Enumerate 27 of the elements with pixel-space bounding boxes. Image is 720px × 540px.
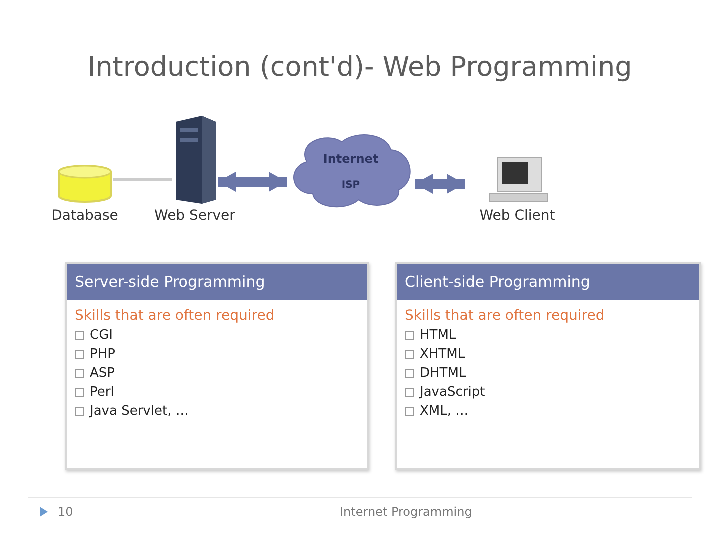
list-item: PHP	[90, 346, 116, 364]
cloud-label: Internet	[323, 152, 379, 166]
list-item: Perl	[90, 384, 114, 402]
node-label: Database	[52, 208, 118, 224]
double-arrow	[218, 172, 287, 192]
node-label: Web Server	[154, 208, 236, 224]
list-item: ASP	[90, 365, 115, 383]
panel-header: Server-side Programming	[67, 264, 367, 300]
panel-header: Client-side Programming	[397, 264, 699, 300]
footer-text: Internet Programming	[340, 505, 472, 519]
panel-subheading: Skills that are often required	[405, 308, 606, 324]
list-item: HTML	[420, 327, 456, 345]
panel-subheading: Skills that are often required	[75, 308, 276, 324]
skills-panel	[65, 262, 369, 470]
list-item: CGI	[90, 327, 113, 345]
cloud-label: ISP	[342, 180, 360, 191]
skills-panel	[395, 262, 701, 470]
list-item: XML, …	[420, 403, 469, 421]
list-item: DHTML	[420, 365, 466, 383]
connector-line	[113, 178, 172, 182]
list-item: Java Servlet, …	[90, 403, 189, 421]
node-label: Web Client	[480, 208, 556, 224]
list-item: JavaScript	[420, 384, 486, 402]
double-arrow	[415, 174, 465, 194]
page-number: 10	[58, 505, 74, 519]
slide-title: Introduction (cont'd)- Web Programming	[86, 52, 634, 83]
list-item: XHTML	[420, 346, 466, 364]
